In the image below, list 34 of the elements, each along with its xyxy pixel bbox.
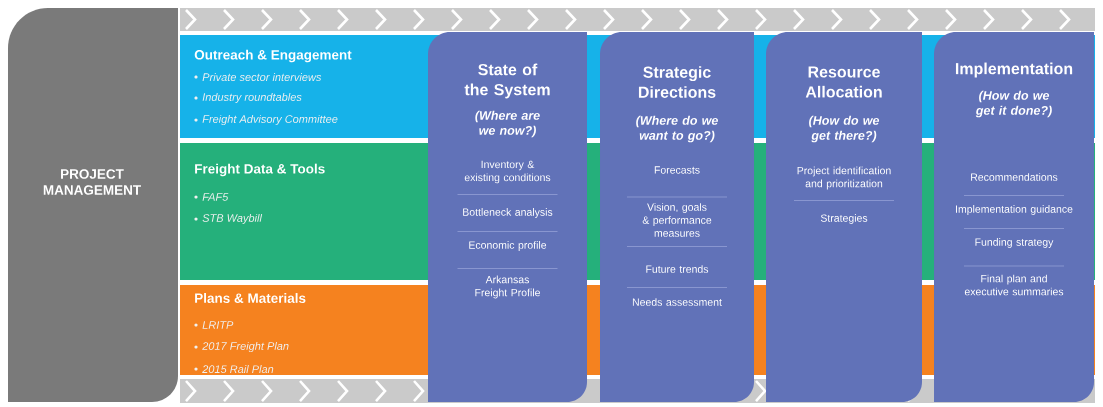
- bullet-item: Industry roundtables: [202, 92, 302, 104]
- bullet-item: STB Waybill: [202, 213, 263, 225]
- column-subtitle: (Where do we want to go?): [636, 115, 718, 143]
- task-item: Implementation guidance: [956, 205, 1073, 215]
- task-item: Bottleneck analysis: [463, 208, 553, 218]
- bullet-item: 2017 Freight Plan: [202, 341, 289, 353]
- task-item: Vision, goals & performance measures: [642, 203, 712, 237]
- column-title: Strategic Directions: [638, 66, 716, 98]
- column-title: Resource Allocation: [805, 66, 882, 98]
- bullet-item: Freight Advisory Committee: [202, 114, 338, 126]
- side-panel: PROJECT MANAGEMENT: [8, 8, 178, 402]
- bullet-item: LRITP: [202, 321, 234, 329]
- column-subtitle: (Where are we now?): [475, 110, 540, 138]
- task-item: Economic profile: [469, 241, 547, 251]
- column-title: State of the System: [464, 63, 550, 99]
- task-item: Arkansas Freight Profile: [475, 275, 540, 299]
- task-item: Inventory & existing conditions: [464, 160, 551, 184]
- task-item: Strategies: [820, 214, 868, 224]
- task-item: Needs assessment: [632, 298, 722, 306]
- task-item: Final plan and executive summaries: [964, 274, 1064, 296]
- bullet-item: 2015 Rail Plan: [202, 364, 274, 374]
- band-heading: Outreach & Engagement: [194, 49, 352, 63]
- band-heading: Freight Data & Tools: [195, 163, 325, 177]
- task-item: Forecasts: [654, 166, 700, 174]
- task-item: Funding strategy: [975, 238, 1054, 248]
- task-item: Project identification and prioritization: [797, 166, 891, 190]
- bullet-item: FAF5: [202, 193, 229, 201]
- task-item: Recommendations: [971, 173, 1058, 181]
- column-subtitle: (How do we get there?): [809, 115, 880, 143]
- column-subtitle: (How do we get it done?): [975, 90, 1052, 118]
- task-item: Future trends: [646, 265, 709, 273]
- column-title: Implementation: [955, 62, 1073, 78]
- bullet-item: Private sector interviews: [202, 72, 322, 82]
- band-heading: Plans & Materials: [195, 293, 306, 303]
